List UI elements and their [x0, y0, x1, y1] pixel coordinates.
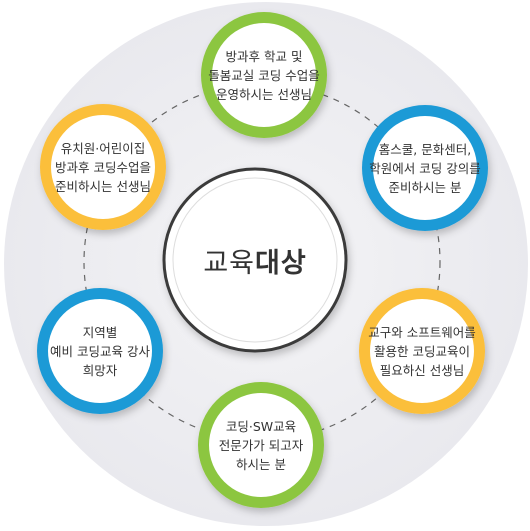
node-circle-2: [362, 105, 488, 231]
center-title-light: 교육: [203, 247, 255, 279]
node-5-text: 지역별 예비 코딩교육 강사 희망자: [50, 324, 150, 378]
node-circle-1: [201, 12, 327, 138]
node-circle-5: [37, 288, 163, 414]
node-circle-6: [40, 104, 166, 230]
node-6-text: 유치원·어린이집 방과후 코딩수업을 준비하시는 선생님: [55, 140, 151, 194]
node-circle-3: [359, 288, 485, 414]
node-1-text: 방과후 학교 및 돌봄교실 코딩 수업을 운영하시는 선생님: [208, 48, 320, 102]
center-title-bold: 대상: [255, 247, 307, 279]
node-2-text: 홈스쿨, 문화센터, 학원에서 코딩 강의를 준비하시는 분: [369, 141, 481, 195]
node-circle-4: [198, 382, 324, 508]
node-4-text: 코딩·SW교육 전문가가 되고자 하시는 분: [218, 418, 304, 472]
node-3-text: 교구와 소프트웨어를 활용한 코딩교육이 필요하신 선생님: [368, 324, 476, 378]
